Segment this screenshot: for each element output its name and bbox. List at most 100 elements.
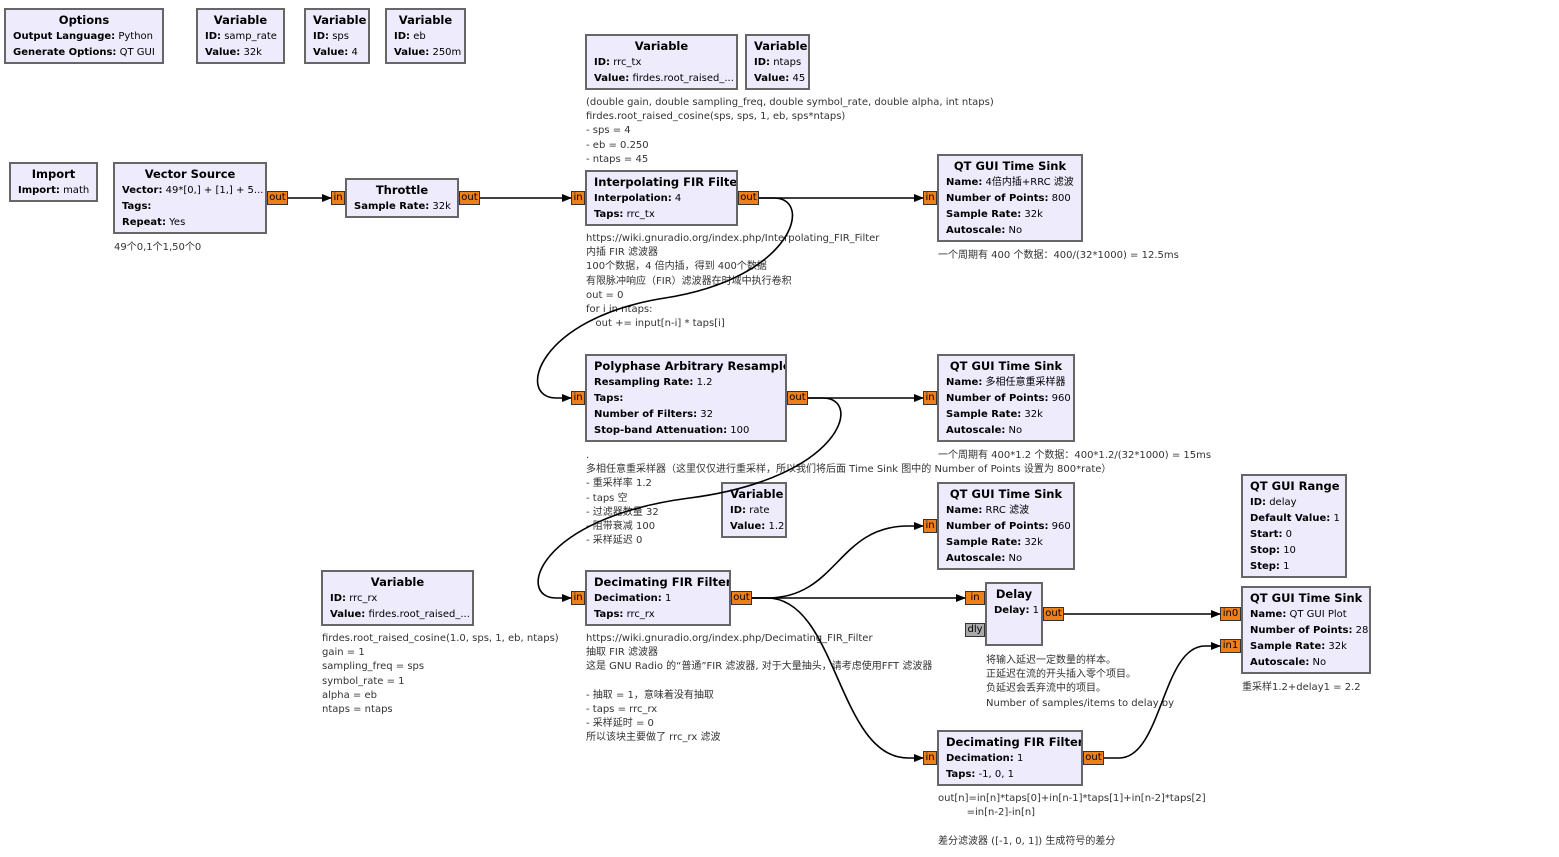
port-th-in[interactable]: in: [331, 191, 345, 205]
param-value: 32k: [1021, 209, 1043, 220]
param-value: rrc_tx: [623, 209, 655, 220]
param-key: Name:: [946, 505, 983, 516]
param-value: 49*[0,] + [1,] + 5...: [162, 185, 264, 196]
param-value: math: [59, 185, 90, 196]
port-th-out[interactable]: out: [459, 191, 480, 205]
port-decim2-out[interactable]: out: [1083, 751, 1104, 765]
param-value: 960: [1048, 521, 1071, 532]
param-value: 1: [1330, 513, 1340, 524]
block-title: QT GUI Range: [1250, 479, 1340, 493]
block-title: Delay: [995, 587, 1033, 601]
note-time-sink-1: 一个周期有 400 个数据：400/(32*1000) = 12.5ms: [938, 250, 1179, 261]
param-value: 800: [1048, 193, 1071, 204]
block-param: Start: 0: [1250, 527, 1338, 543]
port-ts4-in0[interactable]: in0: [1220, 607, 1241, 621]
param-key: Number of Points:: [946, 393, 1049, 404]
port-decim2-in[interactable]: in: [923, 751, 937, 765]
param-value: firdes.root_raised_...: [629, 73, 734, 84]
port-vs-out[interactable]: out: [267, 191, 288, 205]
block-param: Default Value: 1: [1250, 511, 1340, 527]
block-param: Sample Rate: 32k: [946, 535, 1066, 551]
param-key: Number of Points:: [1250, 625, 1353, 636]
port-ts4-in1[interactable]: in1: [1220, 639, 1241, 653]
block-param: Stop-band Attenuation: 100: [594, 423, 778, 439]
port-delay-in[interactable]: in: [965, 591, 985, 605]
block-param: Value: 45: [754, 71, 805, 87]
port-interp-out[interactable]: out: [738, 191, 759, 205]
block-title: QT GUI Time Sink: [1250, 591, 1363, 605]
param-key: ID:: [1250, 497, 1267, 508]
note-decim-fir-1: https://wiki.gnuradio.org/index.php/Deci…: [586, 633, 933, 744]
port-ts2-in[interactable]: in: [923, 391, 937, 405]
param-value: 960: [1048, 393, 1071, 404]
param-key: Generate Options:: [13, 47, 117, 58]
block-param: ID: sps: [313, 29, 361, 45]
param-value: 32k: [240, 47, 262, 58]
port-decim1-out[interactable]: out: [731, 591, 752, 605]
block-param: Taps: -1, 0, 1: [946, 767, 1074, 783]
param-value: 32k: [1325, 641, 1347, 652]
param-key: Name:: [946, 177, 983, 188]
port-decim1-in[interactable]: in: [571, 591, 585, 605]
block-param: Number of Filters: 32: [594, 407, 778, 423]
param-value: 32: [697, 409, 714, 420]
port-ts1-in[interactable]: in: [923, 191, 937, 205]
port-delay-dly[interactable]: dly: [965, 623, 985, 637]
port-pfb-out[interactable]: out: [787, 391, 808, 405]
block-param: Autoscale: No: [946, 223, 1074, 239]
param-key: Value:: [205, 47, 241, 58]
param-value: 32k: [1021, 537, 1043, 548]
block-param: Name: RRC 滤波: [946, 503, 1066, 519]
block-param: Value: firdes.root_raised_...: [594, 71, 734, 87]
block-param: Sample Rate: 32k: [1250, 639, 1362, 655]
param-key: Autoscale:: [946, 225, 1006, 236]
param-key: Value:: [330, 609, 366, 620]
param-value: 多相任意重采样器: [982, 377, 1066, 388]
block-title: Import: [31, 167, 76, 181]
param-key: Autoscale:: [946, 553, 1006, 564]
param-key: Repeat:: [122, 217, 166, 228]
port-interp-in[interactable]: in: [571, 191, 585, 205]
block-param: Sample Rate: 32k: [946, 407, 1066, 423]
param-value: No: [1005, 553, 1023, 564]
block-param: Vector: 49*[0,] + [1,] + 5...: [122, 183, 263, 199]
block-param: Resampling Rate: 1.2: [594, 375, 778, 391]
block-param: Step: 1: [1250, 559, 1338, 575]
port-pfb-in[interactable]: in: [571, 391, 585, 405]
param-value: No: [1309, 657, 1327, 668]
block-param: Autoscale: No: [946, 423, 1066, 439]
param-value: 0: [1282, 529, 1292, 540]
block-param: Number of Points: 28: [1250, 623, 1368, 639]
param-key: Output Language:: [13, 31, 116, 42]
block-param: ID: samp_rate: [205, 29, 277, 45]
param-key: ID:: [205, 31, 222, 42]
block-title: Polyphase Arbitrary Resampler: [594, 359, 787, 373]
param-key: Taps:: [594, 209, 624, 220]
param-value: eb: [410, 31, 426, 42]
param-key: Start:: [1250, 529, 1283, 540]
port-delay-out[interactable]: out: [1043, 607, 1064, 621]
block-param: Delay: 1: [994, 603, 1039, 619]
note-time-sink-2: 一个周期有 400*1.2 个数据：400*1.2/(32*1000) = 15…: [938, 450, 1212, 461]
